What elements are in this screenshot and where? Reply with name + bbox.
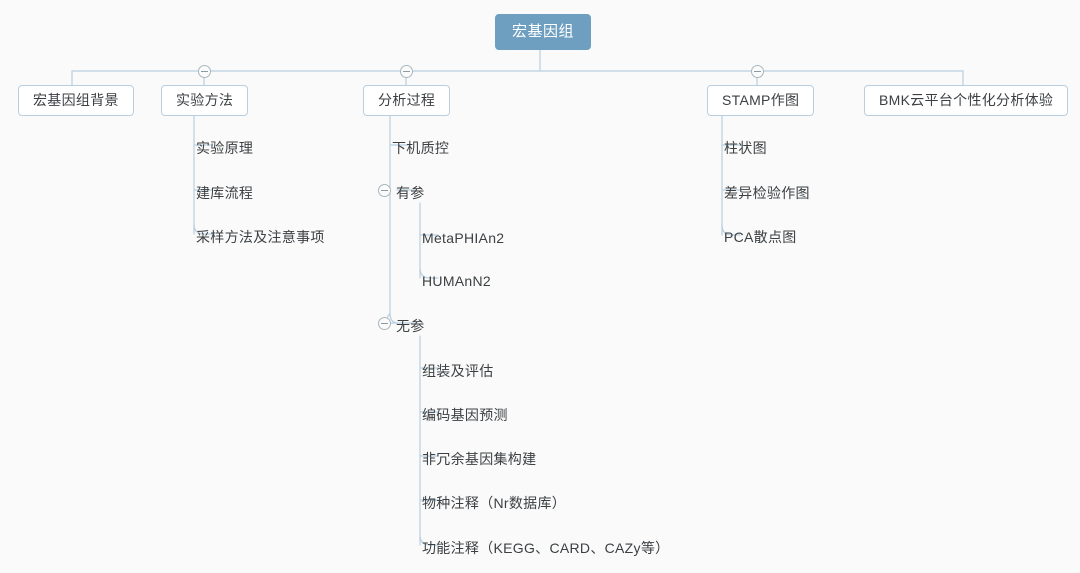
leaf-node-pca-scatter-plot[interactable]: PCA散点图: [724, 229, 797, 245]
collapse-toggle-icon-stamp[interactable]: [751, 65, 764, 78]
leaf-node-humann2[interactable]: HUMAnN2: [422, 273, 492, 289]
leaf-node-gene-prediction[interactable]: 编码基因预测: [422, 407, 508, 423]
root-node[interactable]: 宏基因组: [495, 14, 592, 50]
branch-node-background[interactable]: 宏基因组背景: [18, 85, 134, 116]
leaf-node-bar-chart[interactable]: 柱状图: [724, 140, 767, 156]
leaf-node-metaphlan2[interactable]: MetaPHIAn2: [422, 230, 505, 246]
branch-node-bmk-cloud[interactable]: BMK云平台个性化分析体验: [864, 85, 1069, 116]
leaf-node-sequencing-qc[interactable]: 下机质控: [392, 140, 450, 156]
collapse-toggle-icon-de-novo[interactable]: [378, 317, 391, 330]
leaf-node-non-redundant-geneset[interactable]: 非冗余基因集构建: [422, 451, 537, 467]
leaf-node-experiment-principle[interactable]: 实验原理: [196, 140, 254, 156]
branch-node-experiment-method[interactable]: 实验方法: [161, 85, 249, 116]
branch-node-stamp-plotting[interactable]: STAMP作图: [707, 85, 815, 116]
leaf-node-species-annotation[interactable]: 物种注释（Nr数据库）: [422, 495, 567, 511]
collapse-toggle-icon-analysis[interactable]: [400, 65, 413, 78]
branch-node-analysis-process[interactable]: 分析过程: [363, 85, 451, 116]
leaf-node-function-annotation[interactable]: 功能注释（KEGG、CARD、CAZy等）: [422, 540, 670, 556]
leaf-node-sampling-method[interactable]: 采样方法及注意事项: [196, 229, 325, 245]
collapse-toggle-icon-reference-based[interactable]: [378, 184, 391, 197]
group-node-reference-based[interactable]: 有参: [396, 185, 425, 201]
leaf-node-difference-test-plot[interactable]: 差异检验作图: [724, 185, 810, 201]
leaf-node-library-workflow[interactable]: 建库流程: [196, 185, 254, 201]
collapse-toggle-icon-experiment[interactable]: [198, 65, 211, 78]
group-node-de-novo[interactable]: 无参: [396, 318, 425, 334]
leaf-node-assembly-evaluation[interactable]: 组装及评估: [422, 363, 494, 379]
